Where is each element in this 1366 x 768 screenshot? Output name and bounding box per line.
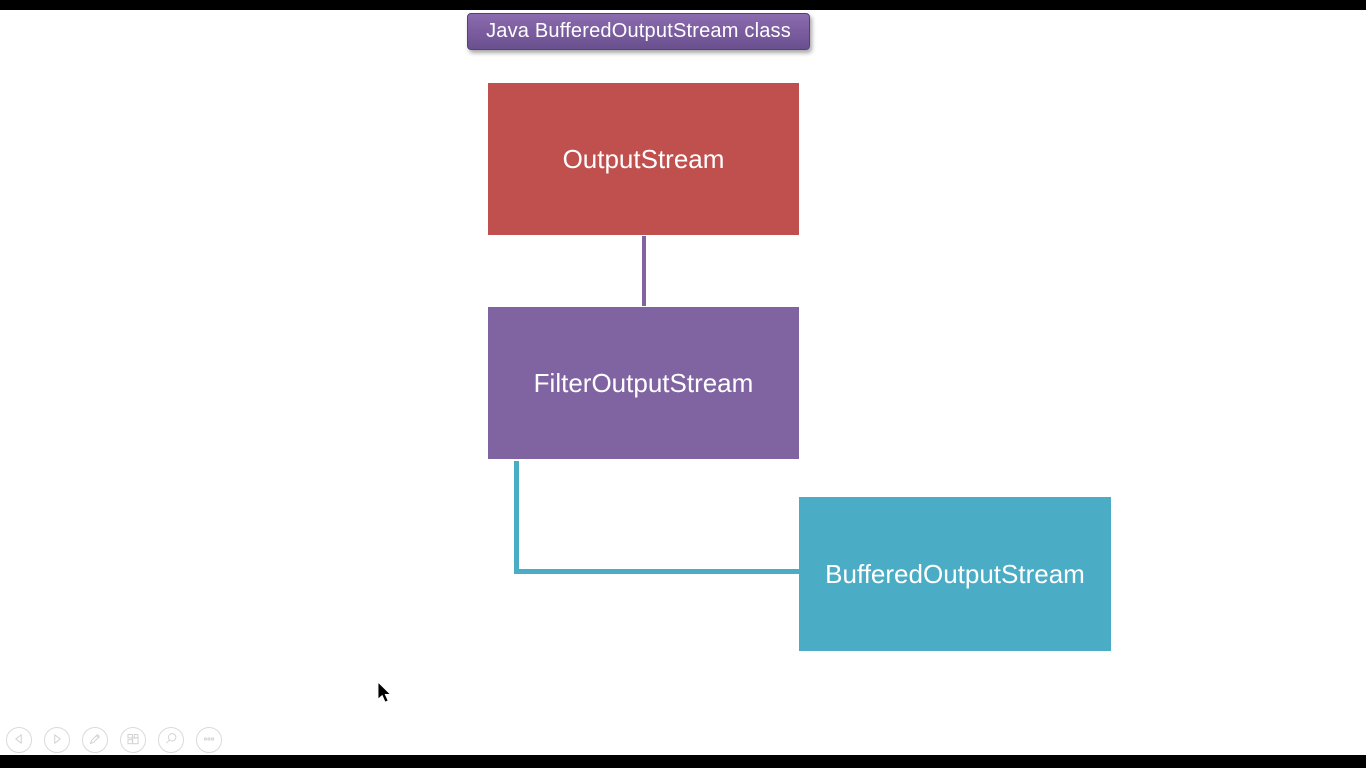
see-all-slides-button[interactable] <box>120 727 146 753</box>
presenter-toolbar <box>6 727 222 753</box>
connector-filteroutputstream-bufferedoutputstream-vertical <box>514 461 519 574</box>
letterbox-top-bar <box>0 0 1366 10</box>
node-outputstream: OutputStream <box>488 83 799 235</box>
next-slide-button[interactable] <box>44 727 70 753</box>
connector-filteroutputstream-bufferedoutputstream-horizontal <box>514 569 799 574</box>
slide-title-banner: Java BufferedOutputStream class <box>467 13 810 50</box>
node-filteroutputstream-label: FilterOutputStream <box>533 367 754 398</box>
ellipsis-icon <box>201 731 217 750</box>
slide-title-text: Java BufferedOutputStream class <box>486 20 791 42</box>
pen-icon <box>87 731 103 750</box>
node-outputstream-label: OutputStream <box>562 143 725 174</box>
node-bufferedoutputstream: BufferedOutputStream <box>799 497 1111 651</box>
mouse-cursor-arrow-icon <box>377 681 392 703</box>
zoom-slide-button[interactable] <box>158 727 184 753</box>
node-bufferedoutputstream-label: BufferedOutputStream <box>825 558 1085 589</box>
connector-outputstream-filteroutputstream <box>642 236 646 306</box>
arrow-right-icon <box>49 731 65 750</box>
previous-slide-button[interactable] <box>6 727 32 753</box>
slides-grid-icon <box>125 731 141 750</box>
arrow-left-icon <box>11 731 27 750</box>
magnifier-icon <box>163 731 179 750</box>
pen-tools-button[interactable] <box>82 727 108 753</box>
node-filteroutputstream: FilterOutputStream <box>488 307 799 459</box>
more-options-button[interactable] <box>196 727 222 753</box>
letterbox-bottom-bar <box>0 755 1366 768</box>
